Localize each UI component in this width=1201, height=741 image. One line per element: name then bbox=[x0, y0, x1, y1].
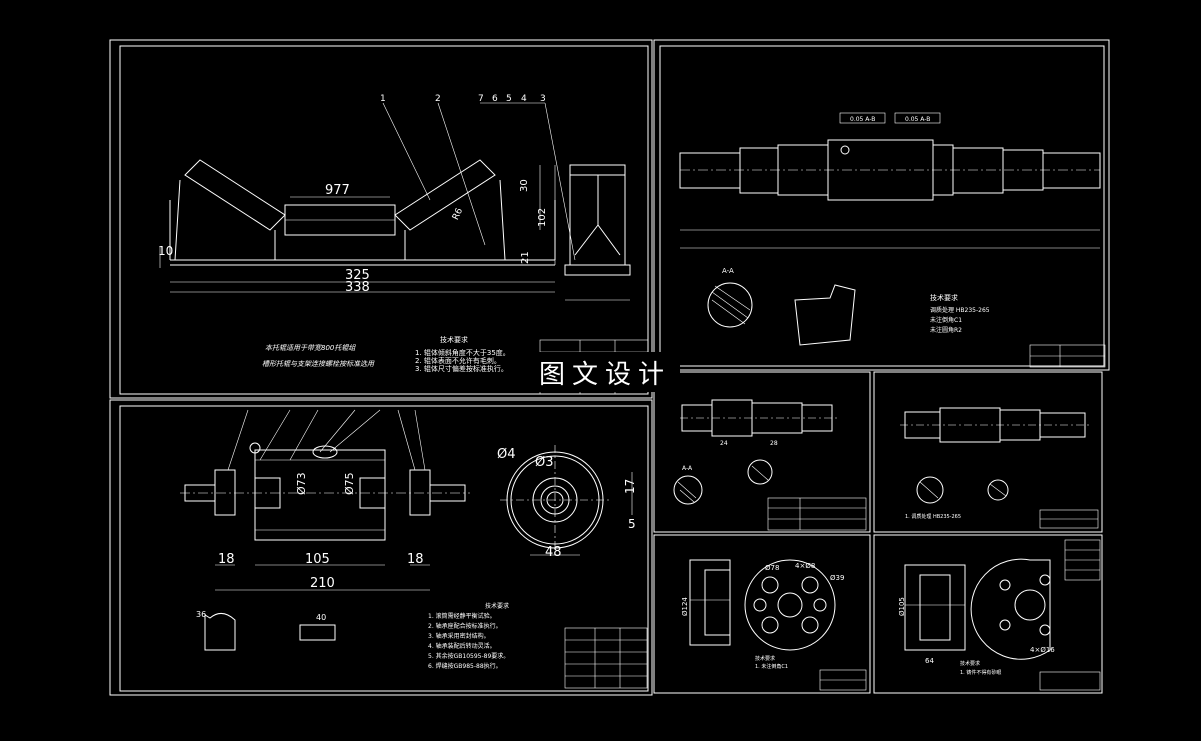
sheet3-shaft bbox=[679, 112, 1106, 368]
sheet3-text: 0.05 A-B 0.05 A-B 技术要求 调质处理 HB235-265 未注… bbox=[722, 116, 990, 334]
sheet-frames bbox=[109, 39, 1110, 696]
sheet1-labels: 1 2 7 6 5 4 3 bbox=[380, 94, 546, 104]
note-line: 5. 其余按GB10595-89要求。 bbox=[428, 652, 509, 660]
dim: 28 bbox=[770, 440, 778, 447]
sheet4-small-shaft bbox=[673, 399, 867, 531]
dim-105: 105 bbox=[305, 552, 330, 567]
tolerance-1: 0.05 A-B bbox=[850, 116, 875, 123]
note-line: 未注圆角R2 bbox=[930, 326, 962, 334]
dim-d73: Ø73 bbox=[295, 472, 308, 495]
note-line: 3. 辊体尺寸偏差按标准执行。 bbox=[415, 364, 508, 373]
part-label: 1 bbox=[380, 94, 386, 104]
dim-102: 102 bbox=[537, 208, 548, 227]
sheet2-dims: Ø73 Ø75 105 210 18 18 Ø4 Ø3 48 17 5 36 4… bbox=[196, 447, 637, 622]
dim-977: 977 bbox=[325, 183, 350, 198]
note-line: 未注倒角C1 bbox=[930, 316, 962, 324]
note-line: 2. 辊体表面不允许有毛刺。 bbox=[415, 356, 501, 365]
note-line: 6. 焊缝按GB985-88执行。 bbox=[428, 662, 502, 670]
dim: 4×Ø16 bbox=[1030, 646, 1055, 654]
sheet1-idler-assembly bbox=[159, 102, 649, 395]
dim-d4: Ø4 bbox=[497, 447, 516, 462]
section-label: A-A bbox=[722, 267, 734, 275]
dim: Ø78 bbox=[765, 564, 779, 572]
dim-d3: Ø3 bbox=[535, 455, 554, 470]
part-label: 5 bbox=[506, 94, 512, 104]
left-note: 槽形托辊与支架连接螺栓按标准选用 bbox=[262, 360, 375, 368]
note-line: 1. 滚筒需经静平衡试验。 bbox=[428, 612, 496, 620]
part-label: 2 bbox=[435, 94, 441, 104]
sheet4-text: 24 28 A-A bbox=[682, 440, 778, 472]
sheet2-roller-section bbox=[180, 409, 648, 689]
dim-18b: 18 bbox=[407, 552, 424, 567]
sheet1-notes: 技术要求 1. 辊体倾斜角度不大于35度。 2. 辊体表面不允许有毛刺。 3. … bbox=[262, 335, 510, 373]
notes-title: 技术要求 bbox=[440, 335, 468, 344]
part-label: 4 bbox=[521, 94, 527, 104]
note-line: 技术要求 bbox=[755, 655, 775, 662]
note-line: 1. 铸件不得有砂眼 bbox=[960, 669, 1001, 676]
dim: Ø39 bbox=[830, 574, 844, 582]
part-label: 7 bbox=[478, 94, 484, 104]
part-label: 6 bbox=[492, 94, 498, 104]
watermark: 图文设计 bbox=[530, 352, 680, 392]
sheet1-dims: 977 325 338 30 102 21 10 R6 bbox=[158, 179, 548, 295]
sheet7-text: 4×Ø16 64 Ø105 技术要求 1. 铸件不得有砂眼 bbox=[898, 597, 1055, 676]
sheet5-shaft bbox=[900, 407, 1099, 529]
dim-d75: Ø75 bbox=[343, 472, 356, 495]
dim-338: 338 bbox=[345, 280, 370, 295]
notes-title: 技术要求 bbox=[930, 293, 958, 302]
dim-325: 325 bbox=[345, 268, 370, 283]
dim-17: 17 bbox=[623, 479, 637, 494]
sheet5-text: 1. 调质处理 HB235-265 bbox=[905, 513, 961, 520]
note-line: 4. 轴承装配后转动灵活。 bbox=[428, 642, 496, 650]
dim: Ø124 bbox=[681, 597, 689, 616]
dim: 4×Ø8 bbox=[795, 562, 815, 570]
dim: 64 bbox=[925, 657, 934, 665]
note-line: 1. 辊体倾斜角度不大于35度。 bbox=[415, 348, 510, 357]
dim: Ø105 bbox=[898, 597, 906, 616]
dim: 24 bbox=[720, 440, 728, 447]
sheet7-flange bbox=[904, 539, 1101, 691]
left-note: 本托辊适用于带宽800托辊组 bbox=[265, 344, 356, 352]
note-line: 1. 未注倒角C1 bbox=[755, 663, 788, 670]
part-label: 3 bbox=[540, 94, 546, 104]
notes-title: 技术要求 bbox=[485, 602, 509, 610]
dim-sec1: 36 bbox=[196, 610, 206, 619]
sheet6-text: Ø78 4×Ø8 Ø39 Ø124 技术要求 1. 未注倒角C1 bbox=[681, 562, 844, 670]
dim-30: 30 bbox=[519, 179, 530, 192]
dim-r: R6 bbox=[451, 206, 465, 221]
dim-10: 10 bbox=[158, 244, 173, 258]
note-line: 技术要求 bbox=[960, 660, 980, 667]
dim-210: 210 bbox=[310, 576, 335, 591]
note-line: 1. 调质处理 HB235-265 bbox=[905, 513, 961, 520]
sheet2-notes: 技术要求 1. 滚筒需经静平衡试验。 2. 轴承座配合按标准执行。 3. 轴承采… bbox=[428, 602, 509, 670]
dim-21: 21 bbox=[520, 251, 531, 264]
dim-sec2: 40 bbox=[316, 613, 326, 622]
tolerance-2: 0.05 A-B bbox=[905, 116, 930, 123]
dim-5: 5 bbox=[628, 517, 636, 531]
note-line: 调质处理 HB235-265 bbox=[930, 306, 990, 314]
section-label: A-A bbox=[682, 465, 693, 472]
note-line: 2. 轴承座配合按标准执行。 bbox=[428, 622, 502, 630]
note-line: 3. 轴承采用密封结构。 bbox=[428, 632, 490, 640]
dim-48: 48 bbox=[545, 545, 562, 560]
sheet6-bearing-seat bbox=[689, 559, 867, 691]
dim-18a: 18 bbox=[218, 552, 235, 567]
